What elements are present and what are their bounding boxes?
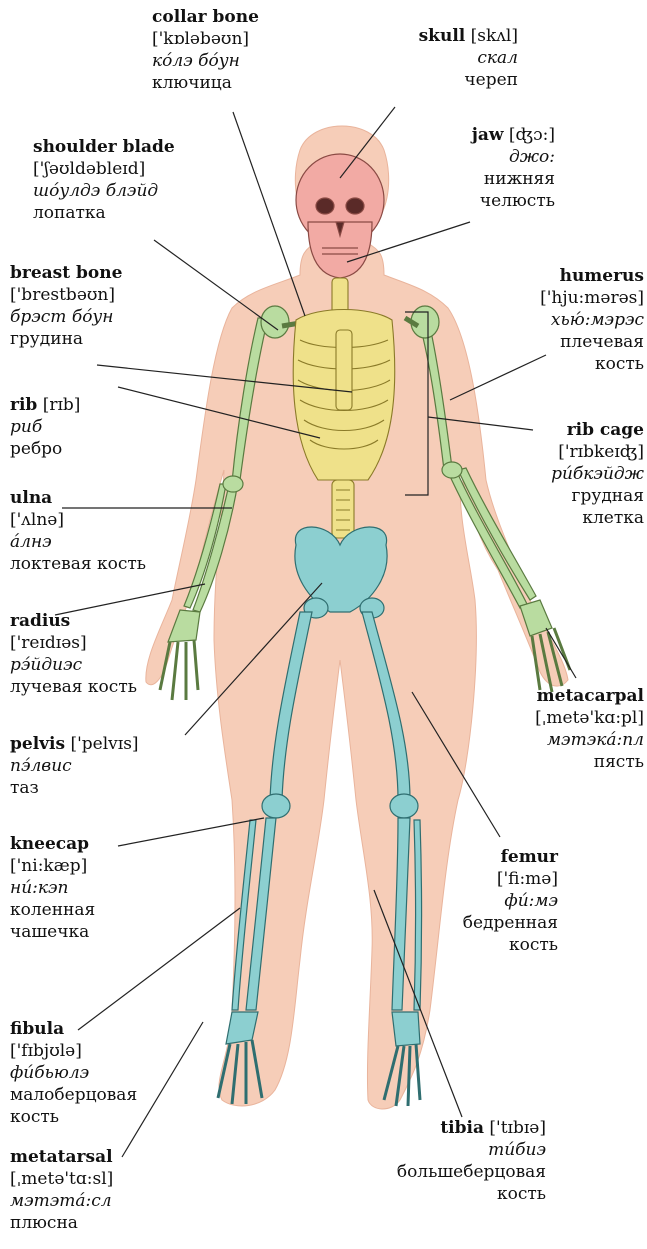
label-ulna: ulna ['ʌlnə] áлнэ локтевая кость [10, 487, 146, 575]
femur-russian-2: кость [463, 934, 558, 956]
metacarpal-russian: пясть [535, 751, 644, 773]
skull-ipa: [skʌl] [471, 26, 518, 46]
radius-transcription: рэ́йдиэс [10, 654, 137, 676]
fibula-transcription: фи́бьюлэ [10, 1062, 137, 1084]
humerus-ipa: ['hju:mərəs] [540, 287, 644, 309]
kneecap-ipa: ['ni:kæp] [10, 855, 95, 877]
label-breast-bone: breast bone ['brestbəʊn] брэст бóун груд… [10, 262, 122, 350]
metatarsal-term: metatarsal [10, 1146, 113, 1168]
skull-russian: череп [419, 69, 518, 91]
pelvis-russian: таз [10, 777, 139, 799]
jaw-term: jaw [472, 125, 504, 145]
radius-term: radius [10, 610, 137, 632]
rib-cage-russian-2: клетка [551, 507, 644, 529]
metacarpal-ipa: [ˌmetə'kɑ:pl] [535, 707, 644, 729]
collar-bone-ipa: ['kɒləbəʊn] [152, 28, 259, 50]
label-rib: rib [rɪb] риб ребро [10, 394, 80, 460]
skull-transcription: скал [419, 47, 518, 69]
humerus-russian-1: плечевая [540, 331, 644, 353]
tibia-ipa: ['tɪbɪə] [489, 1118, 546, 1138]
collar-bone-russian: ключица [152, 72, 259, 94]
ulna-term: ulna [10, 487, 146, 509]
breast-bone-term: breast bone [10, 262, 122, 284]
ulna-russian: локтевая кость [10, 553, 146, 575]
fibula-ipa: ['fɪbjʊlə] [10, 1040, 137, 1062]
shoulder-blade-russian: лопатка [33, 202, 175, 224]
shoulder-blade-ipa: ['ʃəʊldəbleɪd] [33, 158, 175, 180]
label-jaw: jaw [ʤɔ:] джо: нижняя челюсть [472, 124, 555, 212]
tibia-term: tibia [440, 1118, 484, 1138]
breast-bone-ipa: ['brestbəʊn] [10, 284, 122, 306]
jaw-transcription: джо: [472, 146, 555, 168]
metatarsal-ipa: [ˌmetə'tɑ:sl] [10, 1168, 113, 1190]
rib-transcription: риб [10, 416, 80, 438]
collar-bone-term: collar bone [152, 6, 259, 28]
metatarsal-transcription: мэтэтá:сл [10, 1190, 113, 1212]
tibia-russian-2: кость [397, 1183, 546, 1205]
fibula-russian-1: малоберцовая [10, 1084, 137, 1106]
humerus-transcription: хью́:мэрэс [540, 309, 644, 331]
rib-cage-russian-1: грудная [551, 485, 644, 507]
fibula-russian-2: кость [10, 1106, 137, 1128]
rib-cage-ipa: ['rɪbkeɪʤ] [551, 441, 644, 463]
label-metacarpal: metacarpal [ˌmetə'kɑ:pl] мэтэкá:пл пясть [535, 685, 644, 773]
label-fibula: fibula ['fɪbjʊlə] фи́бьюлэ малоберцовая … [10, 1018, 137, 1128]
rib-cage-transcription: ри́бкэйдж [551, 463, 644, 485]
kneecap-russian-1: коленная [10, 899, 95, 921]
pelvis-ipa: ['pelvɪs] [70, 734, 138, 754]
shoulder-blade-term: shoulder blade [33, 136, 175, 158]
radius-ipa: ['reɪdɪəs] [10, 632, 137, 654]
tibia-transcription: ти́биэ [397, 1139, 546, 1161]
metatarsal-russian: плюсна [10, 1212, 113, 1234]
label-humerus: humerus ['hju:mərəs] хью́:мэрэс плечевая… [540, 265, 644, 375]
label-pelvis: pelvis ['pelvɪs] пэ́лвис таз [10, 733, 139, 799]
label-rib-cage: rib cage ['rɪbkeɪʤ] ри́бкэйдж грудная кл… [551, 419, 644, 529]
collar-bone-transcription: кóлэ бóун [152, 50, 259, 72]
metacarpal-term: metacarpal [535, 685, 644, 707]
femur-transcription: фи́:мэ [463, 890, 558, 912]
pelvis-transcription: пэ́лвис [10, 755, 139, 777]
label-femur: femur ['fi:mə] фи́:мэ бедренная кость [463, 846, 558, 956]
jaw-russian-2: челюсть [472, 190, 555, 212]
rib-ipa: [rɪb] [43, 395, 81, 415]
jaw-russian-1: нижняя [472, 168, 555, 190]
label-skull: skull [skʌl] скал череп [419, 25, 518, 91]
kneecap-term: kneecap [10, 833, 95, 855]
femur-russian-1: бедренная [463, 912, 558, 934]
skull-term: skull [419, 26, 466, 46]
metacarpal-transcription: мэтэкá:пл [535, 729, 644, 751]
label-metatarsal: metatarsal [ˌmetə'tɑ:sl] мэтэтá:сл плюсн… [10, 1146, 113, 1234]
rib-cage-term: rib cage [551, 419, 644, 441]
ulna-ipa: ['ʌlnə] [10, 509, 146, 531]
femur-term: femur [463, 846, 558, 868]
label-tibia: tibia ['tɪbɪə] ти́биэ большеберцовая кос… [397, 1117, 546, 1205]
breast-bone-russian: грудина [10, 328, 122, 350]
femur-ipa: ['fi:mə] [463, 868, 558, 890]
jaw-ipa: [ʤɔ:] [509, 125, 555, 145]
label-collar-bone: collar bone ['kɒləbəʊn] кóлэ бóун ключиц… [152, 6, 259, 94]
shoulder-blade-transcription: шóулдэ блэйд [33, 180, 175, 202]
rib-term: rib [10, 395, 37, 415]
humerus-russian-2: кость [540, 353, 644, 375]
humerus-term: humerus [540, 265, 644, 287]
label-shoulder-blade: shoulder blade ['ʃəʊldəbleɪd] шóулдэ блэ… [33, 136, 175, 224]
rib-russian: ребро [10, 438, 80, 460]
label-radius: radius ['reɪdɪəs] рэ́йдиэс лучевая кость [10, 610, 137, 698]
kneecap-russian-2: чашечка [10, 921, 95, 943]
breast-bone-transcription: брэст бóун [10, 306, 122, 328]
kneecap-transcription: ни́:кэп [10, 877, 95, 899]
fibula-term: fibula [10, 1018, 137, 1040]
pelvis-term: pelvis [10, 734, 65, 754]
body-silhouette [146, 126, 568, 1109]
radius-russian: лучевая кость [10, 676, 137, 698]
label-kneecap: kneecap ['ni:kæp] ни́:кэп коленная чашеч… [10, 833, 95, 943]
tibia-russian-1: большеберцовая [397, 1161, 546, 1183]
ulna-transcription: áлнэ [10, 531, 146, 553]
